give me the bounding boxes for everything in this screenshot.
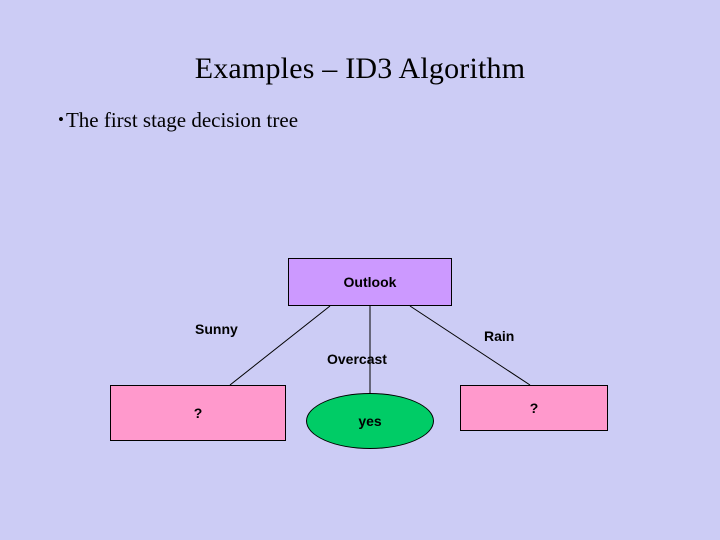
bullet-marker-icon: • bbox=[58, 110, 64, 129]
bullet-item: • The first stage decision tree bbox=[58, 107, 298, 133]
tree-node-overcast-leaf: yes bbox=[306, 393, 434, 449]
tree-node-rain-leaf-label: ? bbox=[529, 400, 539, 416]
tree-node-outlook-label: Outlook bbox=[343, 274, 397, 290]
tree-node-overcast-leaf-label: yes bbox=[358, 413, 382, 429]
bullet-item-label: The first stage decision tree bbox=[65, 108, 299, 132]
edge-label-overcast: Overcast bbox=[327, 351, 387, 367]
edge-label-rain: Rain bbox=[484, 328, 515, 344]
page-title: Examples – ID3 Algorithm bbox=[194, 52, 526, 85]
edge-rain bbox=[409, 305, 531, 386]
tree-node-sunny-leaf-label: ? bbox=[193, 405, 203, 421]
tree-node-rain-leaf: ? bbox=[460, 385, 608, 431]
tree-node-outlook: Outlook bbox=[288, 258, 452, 306]
edge-label-sunny: Sunny bbox=[195, 321, 238, 337]
edge-sunny bbox=[229, 305, 331, 386]
tree-node-sunny-leaf: ? bbox=[110, 385, 286, 441]
